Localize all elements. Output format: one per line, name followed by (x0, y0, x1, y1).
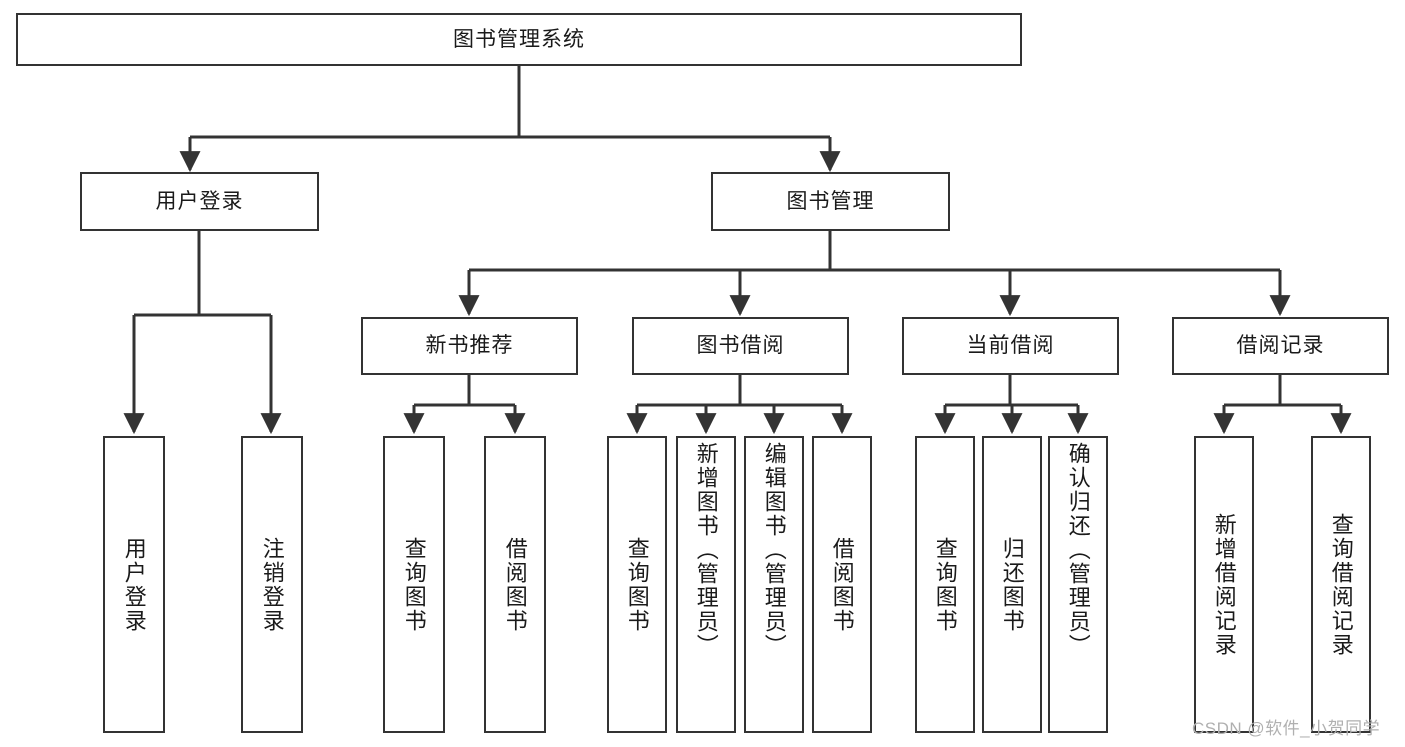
leaf-add-book-admin[interactable]: 新增图书（管理员） (676, 436, 736, 733)
leaf-edit-book-admin-label: 编辑图书（管理员） (761, 442, 787, 658)
node-current-borrow-label: 当前借阅 (966, 334, 1055, 358)
leaf-query-borrow-record[interactable]: 查询借阅记录 (1311, 436, 1371, 733)
csdn-watermark: CSDN @软件_小贺同学 (1192, 719, 1381, 738)
leaf-borrow-book-1-label: 借阅图书 (502, 536, 528, 633)
leaf-logout-login-label: 注销登录 (259, 536, 285, 633)
leaf-user-login[interactable]: 用户登录 (103, 436, 165, 733)
node-borrow-record[interactable]: 借阅记录 (1172, 317, 1389, 375)
node-book-borrow[interactable]: 图书借阅 (632, 317, 849, 375)
node-root-label: 图书管理系统 (453, 27, 585, 51)
leaf-query-book-3[interactable]: 查询图书 (915, 436, 975, 733)
leaf-borrow-book-1[interactable]: 借阅图书 (484, 436, 546, 733)
leaf-return-book[interactable]: 归还图书 (982, 436, 1042, 733)
node-new-book-recommend-label: 新书推荐 (425, 334, 514, 358)
leaf-return-book-label: 归还图书 (999, 536, 1025, 633)
node-book-borrow-label: 图书借阅 (696, 334, 785, 358)
leaf-query-book-2-label: 查询图书 (624, 536, 650, 633)
node-user-login-label: 用户登录 (155, 189, 244, 213)
leaf-query-borrow-record-label: 查询借阅记录 (1328, 512, 1354, 657)
node-root[interactable]: 图书管理系统 (16, 13, 1022, 66)
leaf-query-book-2[interactable]: 查询图书 (607, 436, 667, 733)
node-new-book-recommend[interactable]: 新书推荐 (361, 317, 578, 375)
leaf-add-book-admin-label: 新增图书（管理员） (693, 442, 719, 658)
node-borrow-record-label: 借阅记录 (1236, 334, 1325, 358)
leaf-add-borrow-record[interactable]: 新增借阅记录 (1194, 436, 1254, 733)
leaf-edit-book-admin[interactable]: 编辑图书（管理员） (744, 436, 804, 733)
leaf-user-login-label: 用户登录 (121, 536, 147, 633)
leaf-confirm-return-admin-label: 确认归还（管理员） (1065, 442, 1091, 658)
node-book-management-label: 图书管理 (786, 189, 875, 213)
leaf-query-book-3-label: 查询图书 (932, 536, 958, 633)
node-user-login[interactable]: 用户登录 (80, 172, 319, 231)
node-current-borrow[interactable]: 当前借阅 (902, 317, 1119, 375)
leaf-borrow-book-2[interactable]: 借阅图书 (812, 436, 872, 733)
leaf-confirm-return-admin[interactable]: 确认归还（管理员） (1048, 436, 1108, 733)
leaf-logout-login[interactable]: 注销登录 (241, 436, 303, 733)
node-book-management[interactable]: 图书管理 (711, 172, 950, 231)
leaf-query-book-1-label: 查询图书 (401, 536, 427, 633)
leaf-add-borrow-record-label: 新增借阅记录 (1211, 512, 1237, 657)
leaf-query-book-1[interactable]: 查询图书 (383, 436, 445, 733)
leaf-borrow-book-2-label: 借阅图书 (829, 536, 855, 633)
